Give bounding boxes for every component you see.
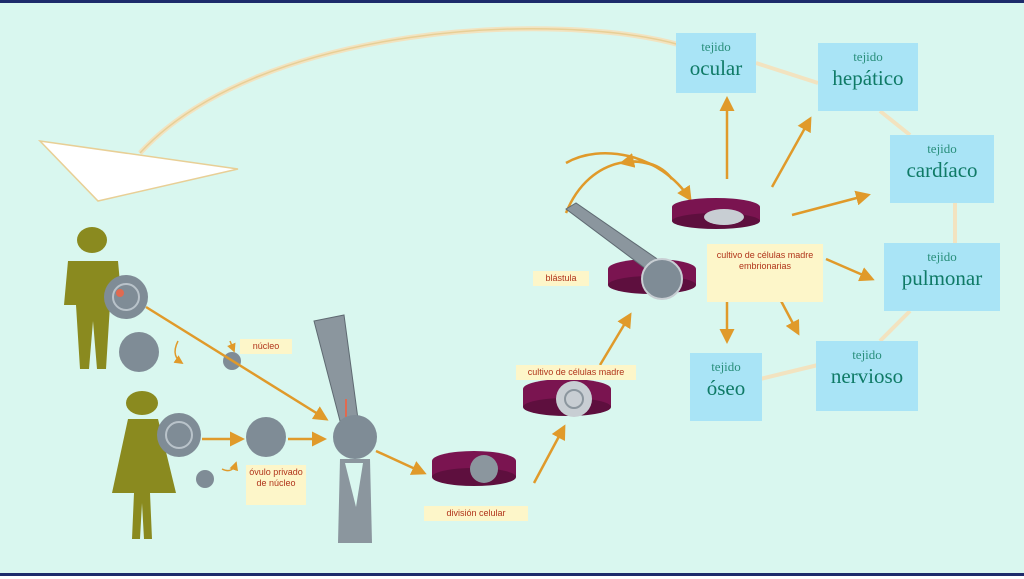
dish-division — [432, 451, 516, 486]
tissue-connectors — [755, 61, 957, 381]
label-nucleus: núcleo — [240, 339, 292, 354]
tissue-pulmonar-small: tejido — [927, 249, 957, 264]
egg-cell — [157, 413, 201, 457]
return-arrowhead — [37, 139, 239, 202]
return-curve — [138, 26, 681, 155]
cell-remnant — [119, 332, 159, 372]
micropipette — [313, 314, 377, 543]
tissue-ocular-name: ocular — [689, 56, 743, 80]
tissue-cardiaco-name: cardíaco — [906, 158, 978, 182]
process-arrows — [145, 96, 875, 484]
removed-nucleus — [196, 470, 214, 488]
tissue-pulmonar: tejido pulmonar — [884, 243, 1000, 311]
dish-blastula — [565, 202, 696, 300]
label-enucleated-egg: óvulo privado de núcleo — [246, 465, 306, 505]
tissue-nervioso: tejido nervioso — [816, 341, 918, 411]
tissue-nervioso-small: tejido — [852, 347, 882, 362]
label-stem-cell-culture: cultivo de células madre embrionarias — [707, 244, 823, 302]
tissue-pulmonar-name: pulmonar — [901, 266, 983, 290]
tissue-hepatico-small: tejido — [853, 49, 883, 64]
tissue-ocular-small: tejido — [701, 39, 731, 54]
label-blastocyst: cultivo de células madre — [516, 365, 636, 380]
tissue-oseo: tejido óseo — [690, 353, 762, 421]
label-cell-division: división celular — [424, 506, 528, 521]
enucleated-egg — [246, 417, 286, 457]
tissue-cardiaco-small: tejido — [927, 141, 957, 156]
tissue-hepatico: tejido hepático — [818, 43, 918, 111]
dish-stem-cells — [672, 198, 760, 229]
tissue-ocular: tejido ocular — [676, 33, 756, 93]
donor-cell — [104, 275, 148, 319]
tissue-oseo-small: tejido — [711, 359, 741, 374]
tissue-cardiaco: tejido cardíaco — [890, 135, 994, 203]
tissue-oseo-name: óseo — [706, 376, 746, 400]
dish-blastocyst — [523, 379, 611, 417]
woman-figure — [112, 391, 176, 539]
tissue-nervioso-name: nervioso — [830, 364, 904, 388]
tissue-hepatico-name: hepático — [832, 66, 904, 90]
label-blastula: blástula — [533, 271, 589, 286]
diagram-graphics — [37, 26, 957, 543]
